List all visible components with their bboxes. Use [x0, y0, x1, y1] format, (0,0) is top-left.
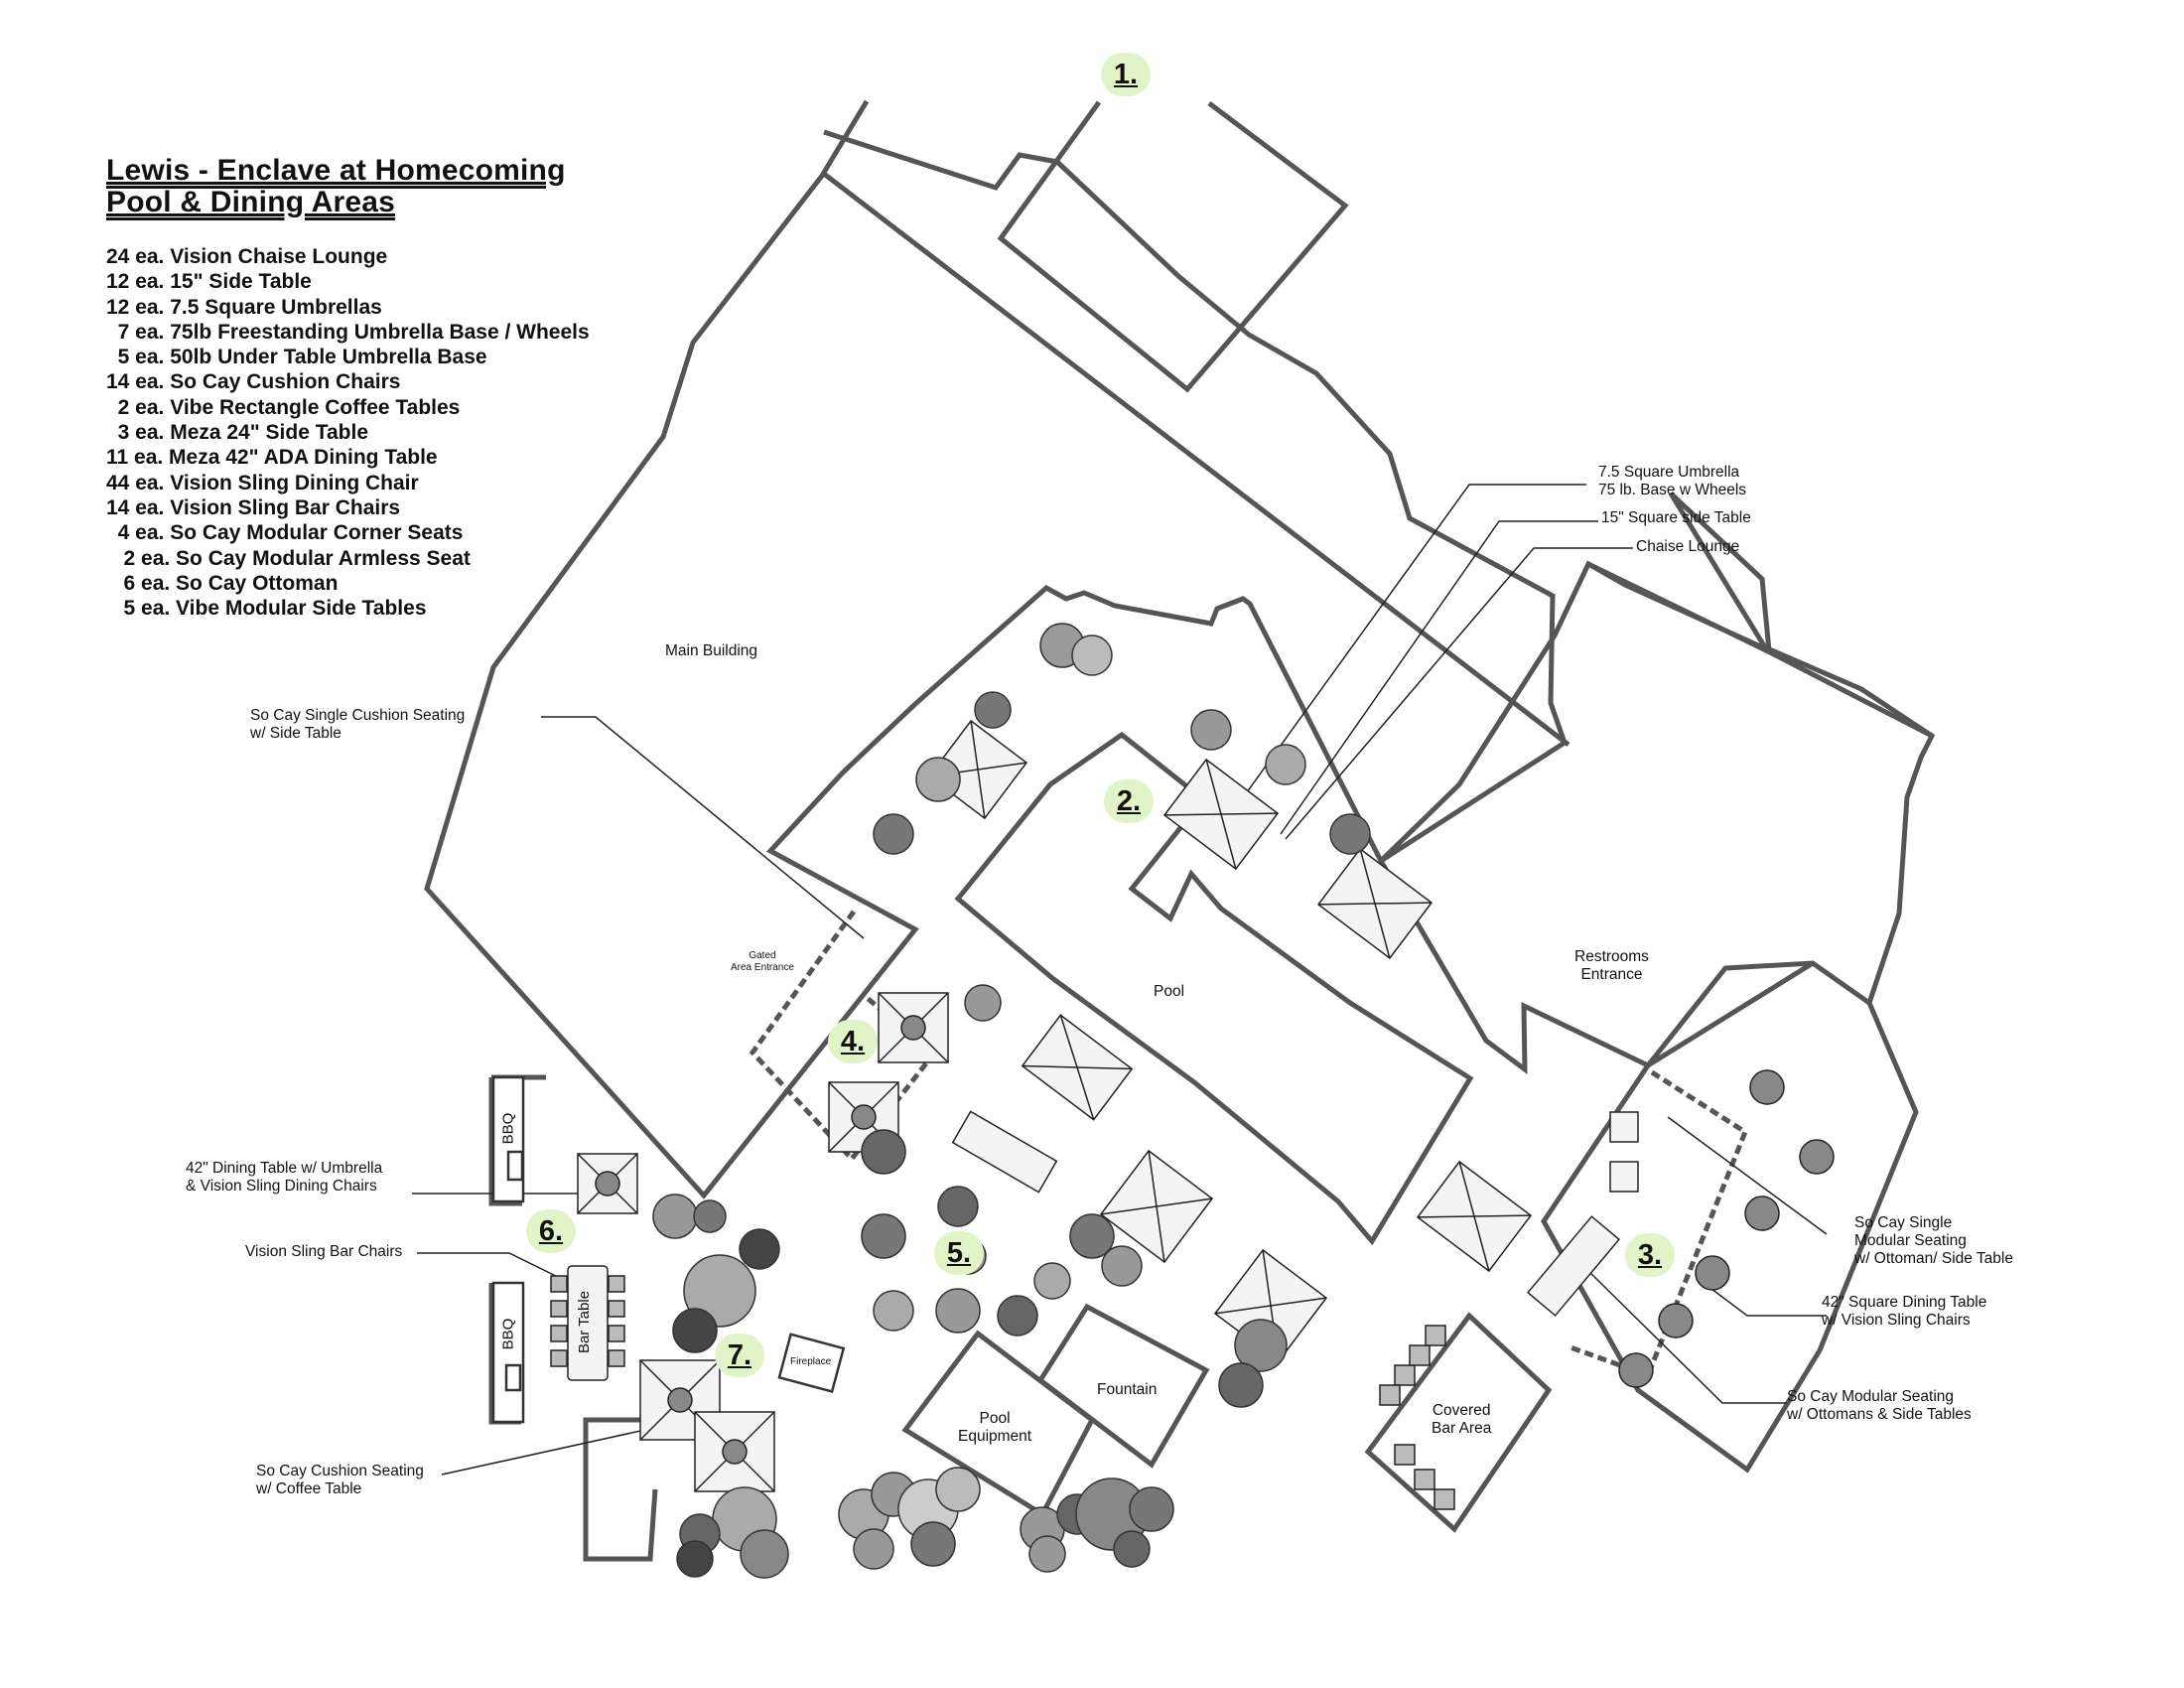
- list-item: 6 ea. So Cay Ottoman: [106, 571, 339, 595]
- east-terrace-outline: [1541, 960, 1919, 1474]
- covered-bar-outline: [1364, 1312, 1553, 1533]
- list-item: 14 ea. Vision Sling Bar Chairs: [106, 495, 401, 519]
- furniture-list: 24 ea. Vision Chaise Lounge 12 ea. 15" S…: [106, 244, 590, 621]
- area-fountain: Fountain: [1097, 1381, 1158, 1398]
- plan-title: Lewis - Enclave at Homecoming: [106, 154, 566, 187]
- zone-marker-4: 4.: [828, 1020, 878, 1063]
- top-building: [997, 100, 1349, 393]
- fountain-outline: [1036, 1303, 1210, 1469]
- bbq-wall-1: [488, 1077, 522, 1206]
- list-item: 2 ea. Vibe Rectangle Coffee Tables: [106, 395, 461, 419]
- area-main-building: Main Building: [665, 642, 758, 659]
- bar-stools: [550, 1275, 1455, 1510]
- list-item: 24 ea. Vision Chaise Lounge: [106, 245, 388, 268]
- callout-cushion-coffee: So Cay Cushion Seating w/ Coffee Table: [256, 1463, 424, 1497]
- area-fireplace: Fireplace: [790, 1356, 832, 1367]
- list-item: 12 ea. 7.5 Square Umbrellas: [106, 295, 382, 319]
- bbq-units: [491, 1075, 525, 1424]
- list-item: 3 ea. Meza 24" Side Table: [106, 421, 369, 445]
- area-covered-bar: Covered Bar Area: [1432, 1402, 1492, 1437]
- callout-single-cushion: So Cay Single Cushion Seating w/ Side Ta…: [250, 707, 466, 742]
- area-restrooms: Restrooms Entrance: [1574, 948, 1649, 983]
- area-pool: Pool: [1154, 983, 1185, 1000]
- list-item: 7 ea. 75lb Freestanding Umbrella Base / …: [106, 320, 590, 344]
- callout-chaise: Chaise Lounge: [1636, 538, 1740, 555]
- site-wall-south: [583, 1417, 725, 1562]
- callout-side-table: 15" Square side Table: [1601, 509, 1751, 526]
- area-gated-entrance: Gated Area Entrance: [731, 950, 794, 973]
- building-outlines: [424, 99, 1936, 1562]
- list-item: 14 ea. So Cay Cushion Chairs: [106, 370, 401, 394]
- list-item: 5 ea. 50lb Under Table Umbrella Base: [106, 346, 487, 369]
- list-item: 12 ea. 15" Side Table: [106, 270, 312, 294]
- callout-bar-chairs: Vision Sling Bar Chairs: [245, 1243, 403, 1260]
- main-building-diagonal: [822, 172, 1570, 747]
- zone-marker-6: 6.: [526, 1209, 576, 1253]
- area-pool-equipment: Pool Equipment: [958, 1410, 1032, 1445]
- list-item: 44 ea. Vision Sling Dining Chair: [106, 471, 419, 494]
- area-bbq-1: BBQ: [499, 1112, 517, 1145]
- zone-marker-3: 3.: [1625, 1233, 1675, 1277]
- zone-marker-2: 2.: [1104, 779, 1154, 823]
- list-item: 11 ea. Meza 42" ADA Dining Table: [106, 446, 438, 470]
- zone-marker-7: 7.: [715, 1334, 764, 1377]
- east-building-outline: [1378, 492, 1936, 1075]
- list-item: 4 ea. So Cay Modular Corner Seats: [106, 521, 464, 545]
- callout-dining-umbrella: 42" Dining Table w/ Umbrella & Vision Sl…: [186, 1160, 383, 1195]
- zone-marker-1: 1.: [1101, 53, 1151, 96]
- east-building-inner: [1586, 561, 1934, 739]
- dining-tables: [595, 1015, 1835, 1465]
- list-item: 5 ea. Vibe Modular Side Tables: [106, 597, 427, 621]
- list-item: 2 ea. So Cay Modular Armless Seat: [106, 546, 471, 570]
- callout-modular-seating: So Cay Modular Seating w/ Ottomans & Sid…: [1787, 1388, 1972, 1423]
- main-building-outline: [424, 99, 1569, 1199]
- callout-umbrella: 7.5 Square Umbrella 75 lb. Base w Wheels: [1598, 464, 1747, 498]
- fireplace-box: [777, 1333, 846, 1393]
- plan-subtitle: Pool & Dining Areas: [106, 186, 396, 218]
- callout-single-modular: So Cay Single Modular Seating w/ Ottoman…: [1854, 1214, 2013, 1267]
- area-bar-table: Bar Table: [576, 1290, 594, 1354]
- zone-marker-5: 5.: [934, 1231, 984, 1275]
- pool-outline: [954, 731, 1474, 1246]
- callout-square-dining: 42" Square Dining Table w/ Vision Sling …: [1822, 1294, 1987, 1329]
- leader-lines: [412, 484, 1828, 1476]
- area-bbq-2: BBQ: [499, 1318, 517, 1350]
